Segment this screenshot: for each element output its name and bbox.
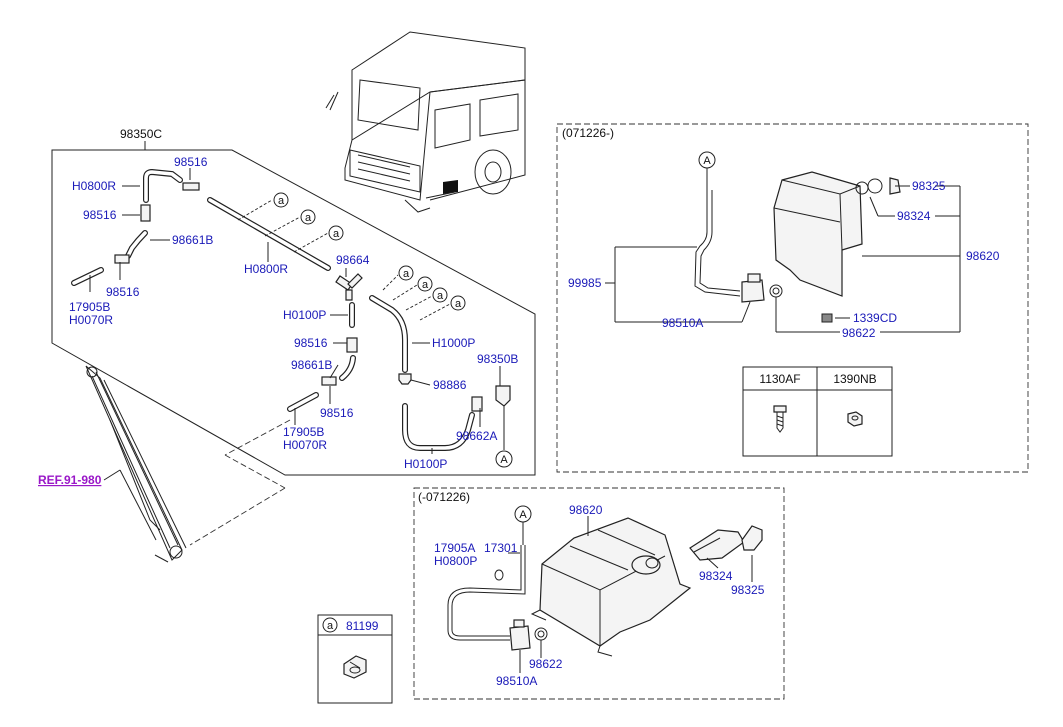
bus-illustration	[325, 31, 526, 213]
label-H0070R-1: H0070R	[69, 313, 113, 327]
label-98516-3: 98516	[106, 285, 140, 299]
label-H0800P: H0800P	[434, 554, 477, 568]
svg-text:a: a	[403, 268, 410, 280]
label-H0800R-1: H0800R	[72, 179, 116, 193]
table-header-1130AF: 1130AF	[759, 372, 800, 386]
label-99985: 99985	[568, 276, 602, 290]
label-H0100P-1: H0100P	[283, 308, 326, 322]
circle-marker-a-6: a	[432, 287, 448, 303]
svg-text:a: a	[278, 195, 285, 207]
box-new-title: (071226-)	[562, 126, 614, 140]
legend-box-81199: a 81199	[317, 614, 393, 704]
circle-marker-a-5: a	[417, 276, 433, 292]
pump-98510a-new	[741, 279, 765, 303]
label-17905A: 17905A	[434, 541, 475, 555]
connector-98516-e	[321, 376, 337, 386]
label-98662A: 98662A	[456, 429, 497, 443]
label-98510A-old: 98510A	[496, 674, 537, 688]
circle-marker-a-3: a	[328, 225, 344, 241]
label-98661B-2: 98661B	[291, 358, 332, 372]
legend-mark-a: a	[327, 620, 334, 632]
box-old-spec: (-071226) A 98620 17905A 173	[413, 487, 785, 700]
svg-text:a: a	[333, 228, 340, 240]
circle-callout-A-old: A	[514, 505, 532, 523]
circle-marker-a-1: a	[273, 192, 289, 208]
wiper-arm-illustration: REF.91-980	[38, 365, 291, 563]
circle-marker-a-7: a	[450, 295, 466, 311]
svg-text:a: a	[422, 279, 429, 291]
left-group: 98350C	[51, 127, 536, 476]
circle-callout-A-left: A	[495, 450, 513, 468]
label-98622-new: 98622	[842, 326, 876, 340]
nozzle-98662a	[471, 396, 483, 412]
svg-text:a: a	[437, 290, 444, 302]
pump-98510a-old	[509, 625, 531, 651]
label-98622-old: 98622	[529, 657, 563, 671]
label-98664: 98664	[336, 253, 370, 267]
label-98516-4: 98516	[294, 336, 328, 350]
label-98324-new: 98324	[897, 209, 931, 223]
svg-text:a: a	[455, 298, 462, 310]
circle-marker-a-2: a	[300, 209, 316, 225]
table-header-1390NB: 1390NB	[833, 372, 876, 386]
label-98886: 98886	[433, 378, 467, 392]
label-98325-new: 98325	[912, 179, 946, 193]
circle-marker-a-4: a	[398, 265, 414, 281]
filler-neck-98324-old	[689, 529, 745, 561]
label-17905B-1: 17905B	[69, 300, 110, 314]
ref-link-91-980[interactable]: REF.91-980	[38, 473, 102, 487]
connector-98516-a	[182, 182, 200, 191]
box-new-spec: (071226-) A	[556, 123, 1029, 473]
svg-text:A: A	[519, 509, 527, 521]
clip-icon	[343, 655, 367, 679]
label-1339CD: 1339CD	[853, 311, 897, 325]
check-valve-98886	[398, 373, 412, 385]
label-98516-1: 98516	[174, 155, 208, 169]
nut-icon	[847, 411, 863, 427]
label-98516-5: 98516	[320, 406, 354, 420]
svg-text:A: A	[703, 155, 711, 167]
cap-98325-old	[741, 525, 763, 551]
label-98324-old: 98324	[699, 569, 733, 583]
label-H0800R-2: H0800R	[244, 262, 288, 276]
connector-98516-c	[114, 254, 130, 264]
fasteners-table: 1130AF 1390NB	[742, 366, 893, 457]
left-group-title: 98350C	[120, 127, 162, 141]
label-98350B: 98350B	[477, 352, 518, 366]
label-98510A-new: 98510A	[662, 316, 703, 330]
label-81199: 81199	[346, 619, 379, 633]
elbow-98350b	[495, 385, 511, 407]
box-old-title: (-071226)	[418, 490, 470, 504]
label-H1000P: H1000P	[432, 336, 475, 350]
circle-callout-A-new: A	[698, 151, 716, 169]
label-17905B-2: 17905B	[283, 425, 324, 439]
label-98620-old: 98620	[569, 503, 603, 517]
label-17301: 17301	[484, 541, 518, 555]
svg-text:a: a	[305, 212, 312, 224]
label-H0100P-2: H0100P	[404, 457, 447, 471]
label-H0070R-2: H0070R	[283, 438, 327, 452]
label-98661B-1: 98661B	[172, 233, 213, 247]
svg-text:A: A	[500, 454, 508, 466]
label-98325-old: 98325	[731, 583, 765, 597]
connector-98516-d	[346, 337, 358, 353]
connector-98516-b	[140, 204, 151, 222]
label-98620-new: 98620	[966, 249, 1000, 263]
bolt-icon	[773, 405, 787, 433]
label-98516-2: 98516	[83, 208, 117, 222]
